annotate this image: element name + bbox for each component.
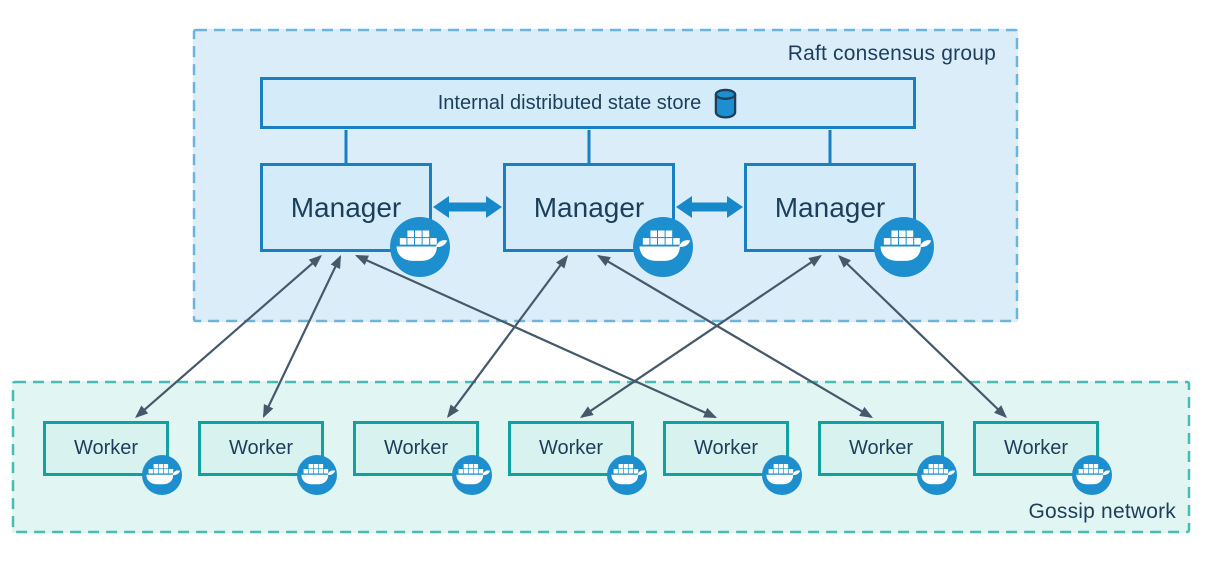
manager-2-box: Manager — [503, 163, 693, 277]
worker-7-box: Worker — [973, 421, 1112, 495]
docker-whale-icon — [452, 455, 492, 495]
docker-badge — [607, 455, 647, 495]
docker-badge — [452, 455, 492, 495]
worker-label: Worker — [1003, 437, 1069, 459]
worker-2-box: Worker — [198, 421, 337, 495]
docker-whale-icon — [762, 455, 802, 495]
docker-badge — [633, 217, 693, 277]
worker-label: Worker — [848, 437, 914, 459]
docker-badge — [1072, 455, 1112, 495]
raft-group-label: Raft consensus group — [787, 42, 996, 65]
docker-whale-icon — [633, 217, 693, 277]
docker-whale-icon — [1072, 455, 1112, 495]
docker-badge — [917, 455, 957, 495]
worker-3-box: Worker — [353, 421, 492, 495]
worker-1-box: Worker — [43, 421, 182, 495]
worker-label: Worker — [383, 437, 449, 459]
docker-whale-icon — [142, 455, 182, 495]
state-store-label: Internal distributed state store — [437, 91, 702, 114]
docker-whale-icon — [297, 455, 337, 495]
docker-whale-icon — [390, 217, 450, 277]
docker-badge — [874, 217, 934, 277]
manager-label: Manager — [290, 191, 402, 223]
docker-badge — [142, 455, 182, 495]
docker-badge — [390, 217, 450, 277]
manager-1-box: Manager — [260, 163, 450, 277]
docker-badge — [297, 455, 337, 495]
manager-3-box: Manager — [744, 163, 934, 277]
manager-label: Manager — [533, 191, 645, 223]
worker-5-box: Worker — [663, 421, 802, 495]
worker-label: Worker — [228, 437, 294, 459]
manager-label: Manager — [774, 191, 886, 223]
worker-4-box: Worker — [508, 421, 647, 495]
worker-6-box: Worker — [818, 421, 957, 495]
docker-badge — [762, 455, 802, 495]
worker-label: Worker — [693, 437, 759, 459]
docker-whale-icon — [874, 217, 934, 277]
database-icon — [714, 88, 737, 118]
gossip-network-label: Gossip network — [1028, 500, 1176, 523]
docker-whale-icon — [607, 455, 647, 495]
worker-label: Worker — [538, 437, 604, 459]
worker-label: Worker — [73, 437, 139, 459]
state-store-box: Internal distributed state store — [260, 77, 916, 129]
docker-whale-icon — [917, 455, 957, 495]
